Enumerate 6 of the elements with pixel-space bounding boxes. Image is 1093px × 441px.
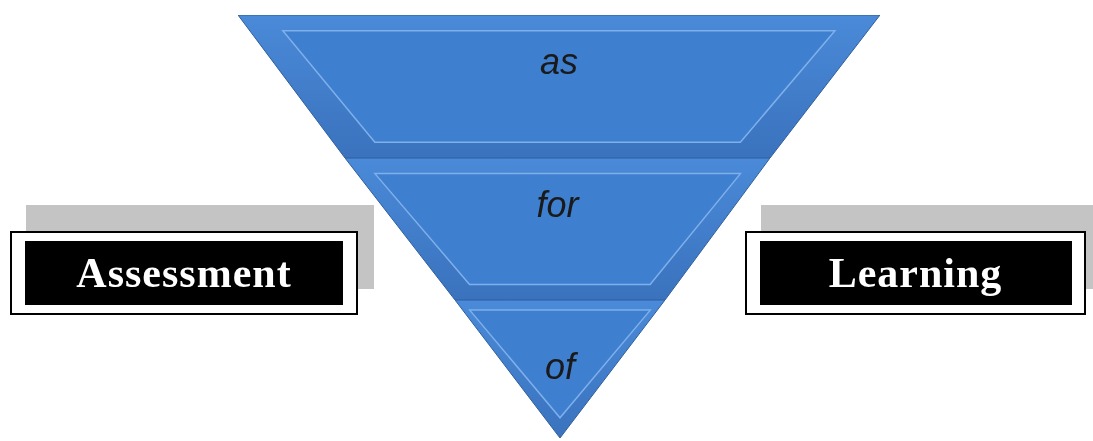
pyramid-band <box>238 15 880 158</box>
pyramid-band <box>455 300 665 438</box>
band-label: for <box>536 184 579 226</box>
title-text: Learning <box>759 241 1072 305</box>
band-label: as <box>540 41 578 83</box>
title-text: Assessment <box>25 241 343 305</box>
